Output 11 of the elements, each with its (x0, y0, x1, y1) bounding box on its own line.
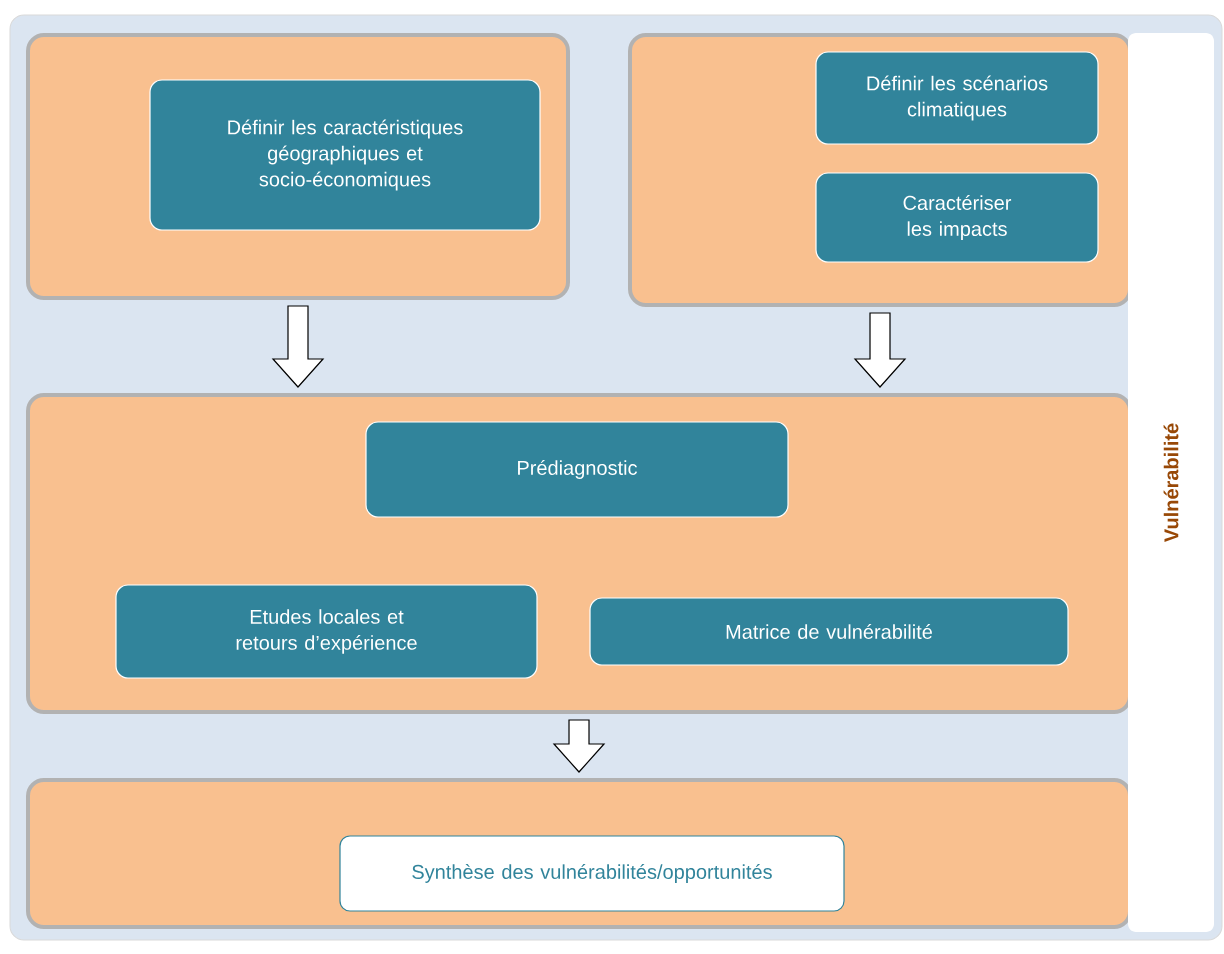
step-box: Etudes locales et retours d’expérience (115, 584, 538, 679)
step-box: Caractériser les impacts (815, 172, 1099, 263)
step-box: Prédiagnostic (365, 421, 789, 518)
block-arrow (853, 312, 907, 388)
side-label-bar: Vulnérabilité (1128, 33, 1214, 932)
result-box: Synthèse des vulnérabilités/opportunités (339, 835, 845, 912)
step-box: Définir les scénarios climatiques (815, 51, 1099, 145)
step-box: Définir les caractéristiques géographiques et socio-économiques (149, 79, 541, 231)
block-arrow (271, 305, 325, 388)
block-arrow (552, 719, 606, 773)
step-box: Matrice de vulnérabilité (589, 597, 1069, 666)
